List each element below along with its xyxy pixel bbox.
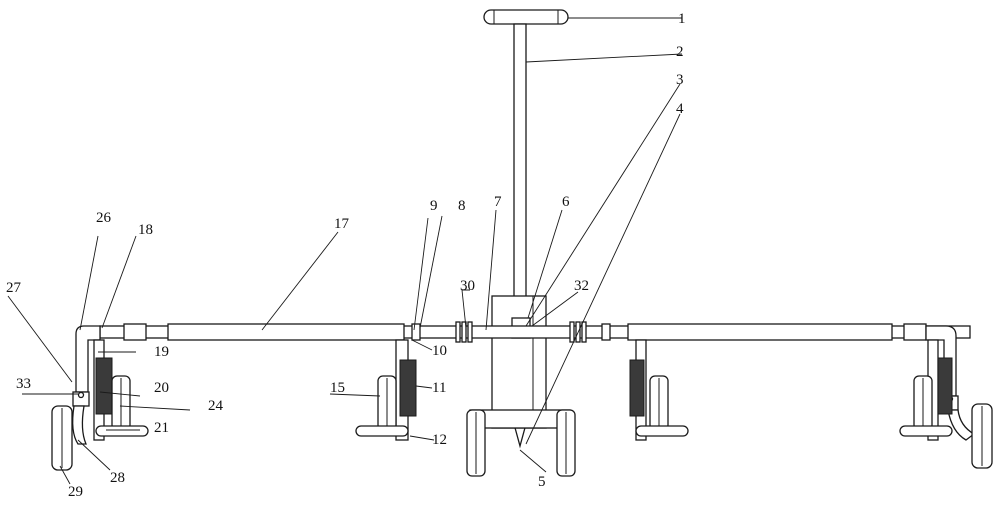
callout-labels: 1 2 3 4 5 6 7 8 9 10 11 12 15 17 18 19 2… — [6, 11, 686, 500]
right-spring-coil-c — [581, 321, 587, 343]
left-spring-coil-b — [461, 321, 467, 343]
left-joint — [411, 323, 421, 341]
inner-right-skid — [635, 425, 689, 437]
left-skid-plate — [95, 425, 149, 437]
right-skid-plate — [899, 425, 953, 437]
label-29: 29 — [68, 484, 83, 500]
left-spring-coil-c — [467, 321, 473, 343]
label-20: 20 — [154, 380, 169, 396]
label-1: 1 — [678, 11, 686, 27]
center-housing — [491, 295, 547, 429]
left-link-arm — [72, 405, 87, 445]
label-8: 8 — [458, 198, 466, 214]
label-28: 28 — [110, 470, 125, 486]
right-spring-damper — [937, 357, 953, 415]
label-32: 32 — [574, 278, 589, 294]
label-12: 12 — [432, 432, 447, 448]
inner-right-assembly — [629, 339, 689, 441]
left-spring-coil-a — [455, 321, 461, 343]
handle-grip — [483, 9, 569, 25]
label-2: 2 — [676, 44, 684, 60]
label-18: 18 — [138, 222, 153, 238]
left-elbow — [75, 325, 101, 393]
left-outer-tube — [167, 323, 405, 341]
label-27: 27 — [6, 280, 22, 296]
right-joint — [601, 323, 611, 341]
center-frame — [466, 295, 576, 477]
left-spring-damper — [95, 357, 113, 415]
label-30: 30 — [460, 278, 475, 294]
inner-left-assembly — [355, 339, 417, 441]
label-7: 7 — [494, 194, 502, 210]
leader-lines — [7, 17, 683, 485]
label-3: 3 — [676, 72, 684, 88]
label-6: 6 — [562, 194, 570, 210]
label-9: 9 — [430, 198, 438, 214]
left-end-assembly — [51, 325, 149, 471]
label-19: 19 — [154, 344, 169, 360]
left-pivot-pin — [77, 391, 85, 399]
label-21: 21 — [154, 420, 169, 436]
label-24: 24 — [208, 398, 224, 414]
horizontal-boom — [99, 321, 971, 343]
inner-left-skid — [355, 425, 409, 437]
label-15: 15 — [330, 380, 345, 396]
right-outer-tube — [627, 323, 893, 341]
label-26: 26 — [96, 210, 112, 226]
inner-right-spring — [629, 359, 645, 417]
label-33: 33 — [16, 376, 31, 392]
label-11: 11 — [432, 380, 446, 396]
inner-left-spring — [399, 359, 417, 417]
label-5: 5 — [538, 474, 546, 490]
label-10: 10 — [432, 343, 447, 359]
right-sleeve — [903, 323, 927, 341]
left-sleeve — [123, 323, 147, 341]
label-4: 4 — [676, 101, 684, 117]
label-17: 17 — [334, 216, 350, 232]
right-spring-coil-a — [569, 321, 575, 343]
right-end-assembly — [899, 325, 993, 469]
